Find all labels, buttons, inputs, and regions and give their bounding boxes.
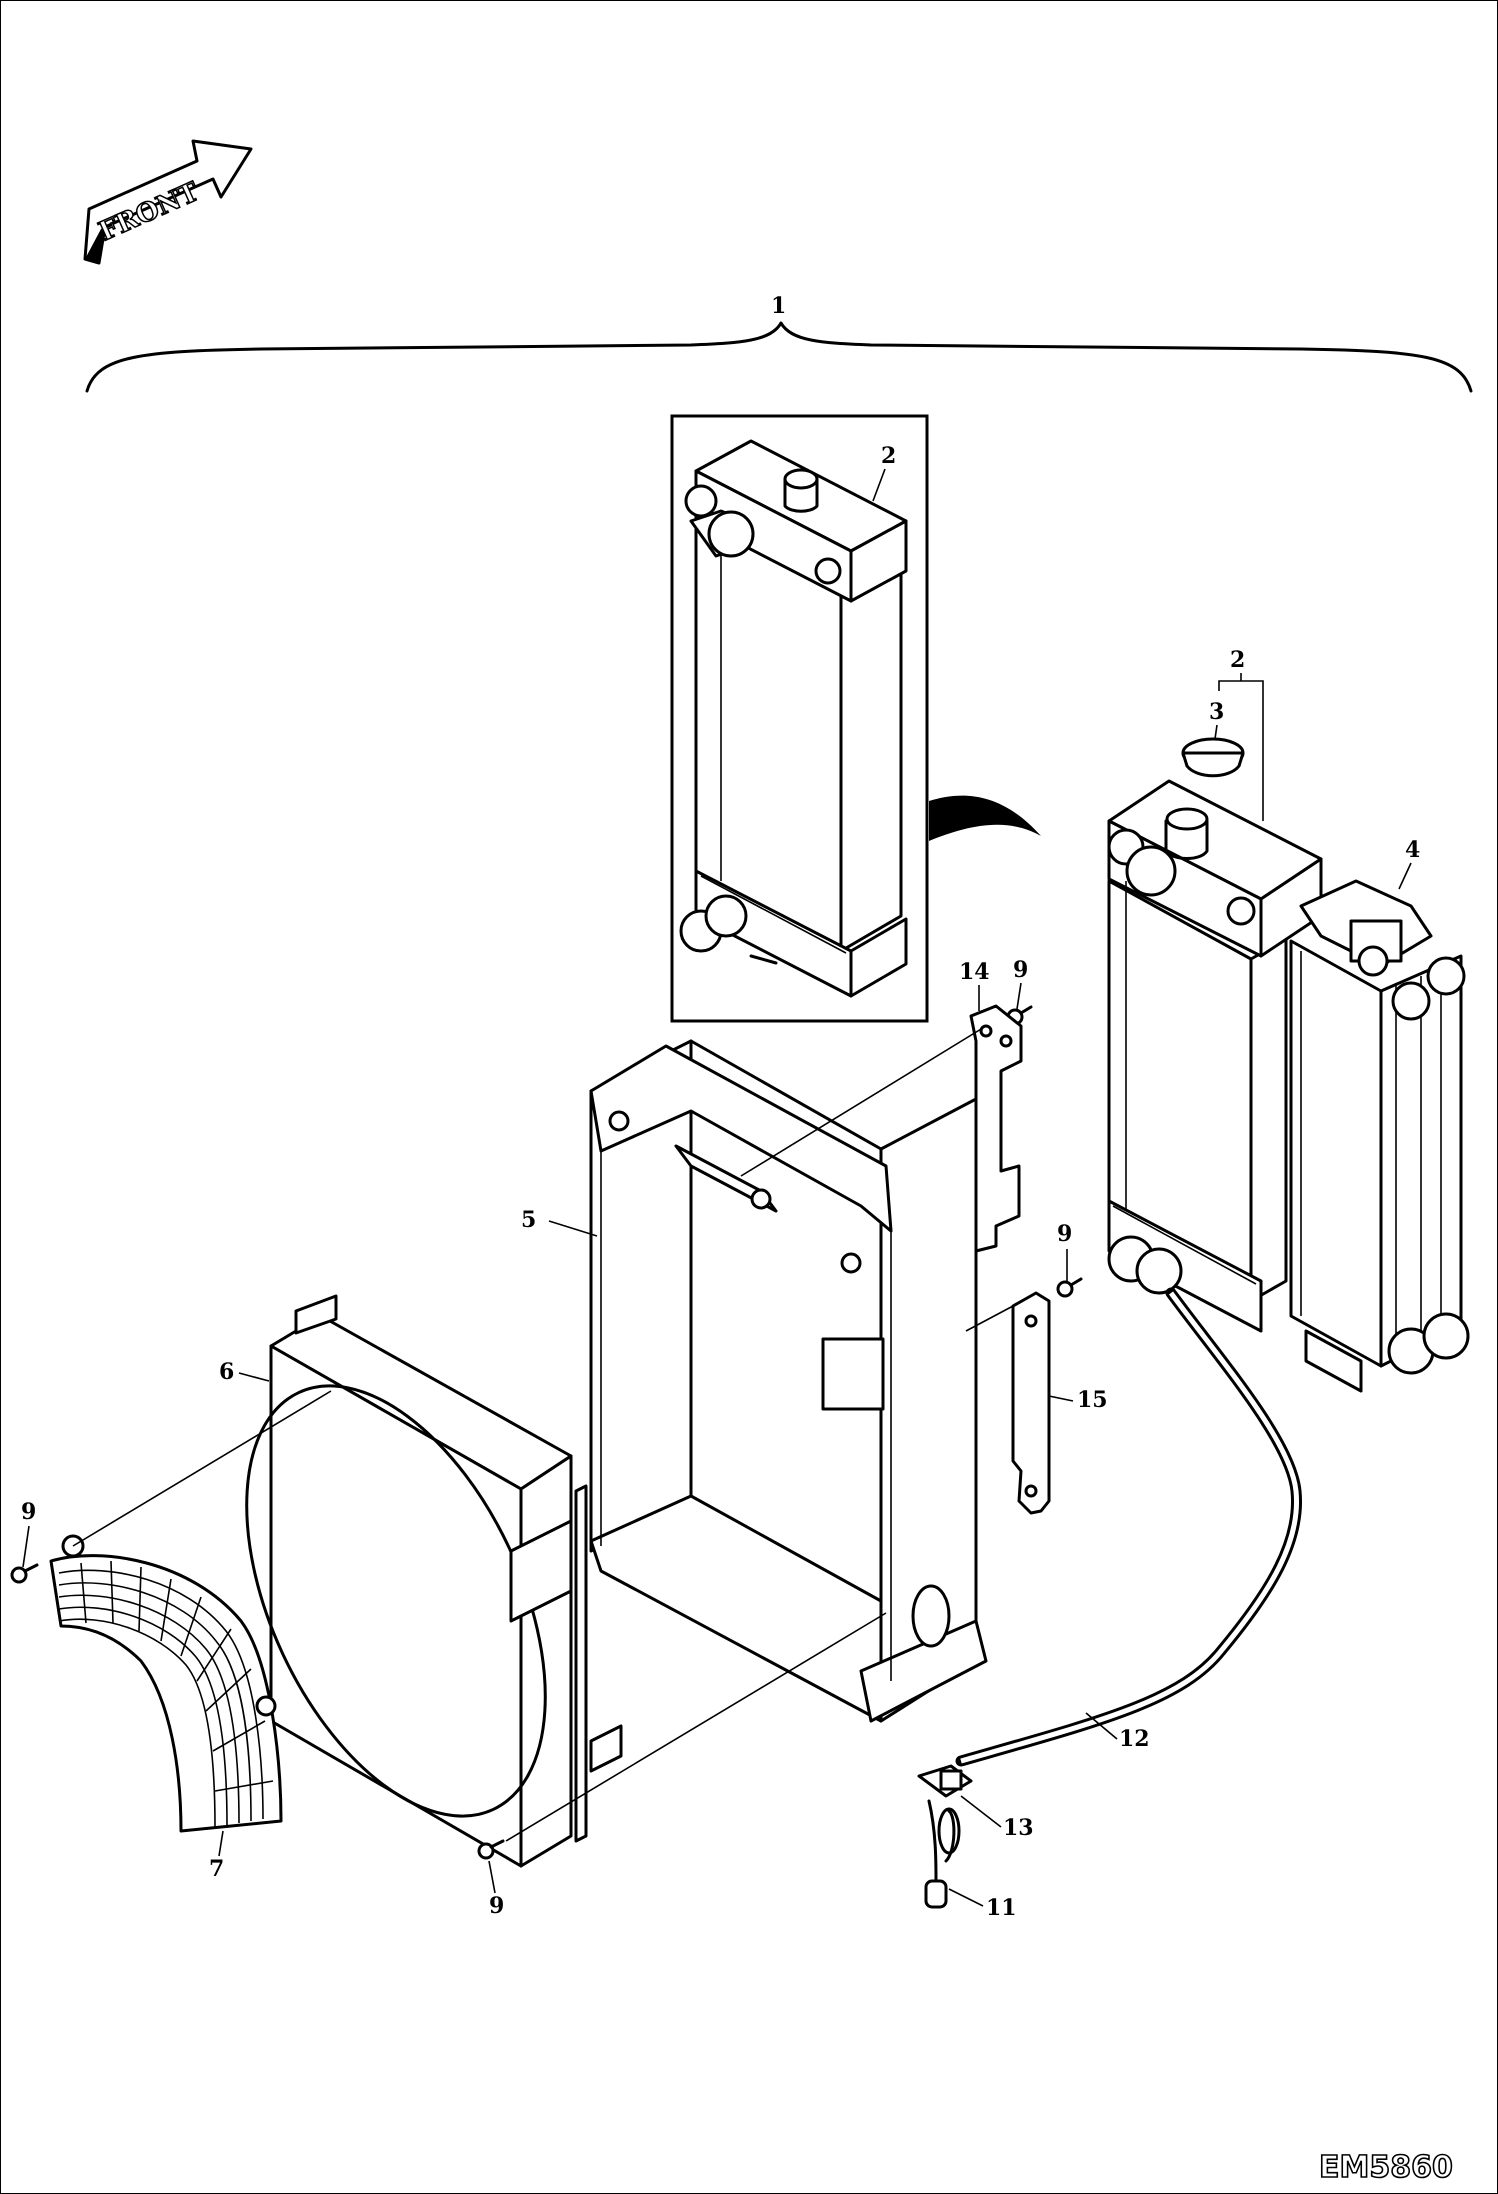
callout-15: 15 [1077, 1387, 1108, 1413]
radiator-detail-inset [670, 414, 929, 1023]
radiator-frame [589, 1039, 988, 1723]
bolt-guard [10, 1563, 39, 1584]
callout-13: 13 [1003, 1815, 1034, 1841]
drain-hose [955, 1287, 1303, 1767]
callout-9-bracket15: 9 [1057, 1221, 1072, 1247]
callout-9-bottom: 9 [489, 1893, 504, 1919]
fan-guard [49, 1534, 283, 1833]
radiator [1107, 779, 1323, 1333]
callout-2: 2 [1230, 647, 1245, 673]
fan-shroud [245, 1294, 623, 1868]
oil-cooler [1289, 879, 1470, 1393]
callout-9-guard: 9 [21, 1499, 36, 1525]
callout-7: 7 [209, 1856, 224, 1882]
callout-12: 12 [1119, 1726, 1150, 1752]
drain-valve [924, 1799, 961, 1909]
bracket-lower [1011, 1291, 1051, 1515]
bracket-upper [969, 1004, 1023, 1253]
callout-1: 1 [771, 293, 786, 319]
callout-6: 6 [219, 1359, 234, 1385]
front-arrow-icon: FRONT [83, 139, 253, 265]
callout-4: 4 [1405, 837, 1420, 863]
diagram-code: EM5860 [1319, 2150, 1453, 2185]
detail-pointer [929, 795, 1041, 841]
callout-5: 5 [521, 1207, 536, 1233]
callout-9-bracket14: 9 [1013, 957, 1028, 983]
callout-3: 3 [1209, 699, 1224, 725]
radiator-cap [1181, 737, 1245, 778]
bolt-bracket-lower [1056, 1277, 1083, 1298]
assembly-brace [85, 321, 1473, 393]
callout-14: 14 [959, 959, 990, 985]
callout-11: 11 [986, 1895, 1017, 1921]
hose-clip [917, 1764, 973, 1798]
bolt-bottom [477, 1839, 505, 1860]
callout-2-detail: 2 [881, 443, 896, 469]
